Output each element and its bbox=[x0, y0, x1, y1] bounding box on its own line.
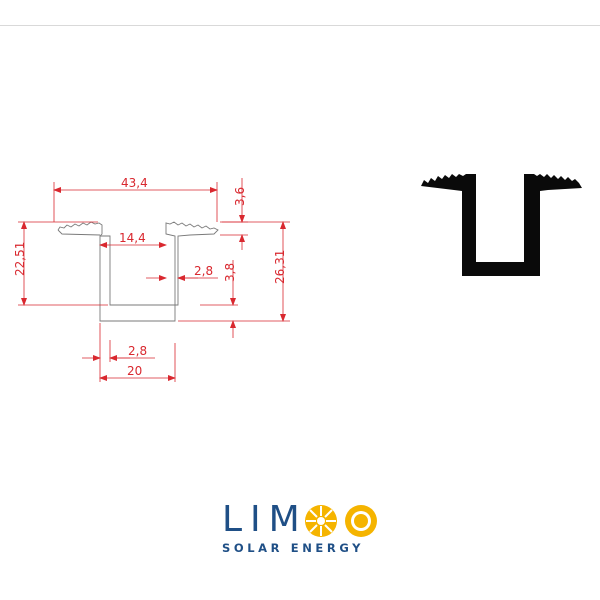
dim-right-height: 26,31 bbox=[273, 250, 287, 284]
logo-tagline: SOLAR ENERGY bbox=[222, 541, 365, 555]
dim-channel-width: 20 bbox=[127, 364, 142, 378]
logo-wordmark: LIM bbox=[222, 500, 308, 540]
profile-outline-drawing bbox=[57, 221, 219, 322]
dim-top-width: 43,4 bbox=[121, 176, 148, 190]
header-divider bbox=[0, 25, 600, 26]
dim-base-thickness: 3,8 bbox=[223, 263, 237, 282]
profile-cross-section bbox=[421, 174, 582, 276]
dim-left-height: 22,51 bbox=[13, 242, 27, 276]
sun-icon bbox=[305, 505, 377, 537]
dim-inner-width: 14,4 bbox=[119, 231, 146, 245]
dim-wall-inner: 2,8 bbox=[194, 264, 213, 278]
dim-flange-height: 3,6 bbox=[233, 187, 247, 206]
logo-text: LIM bbox=[222, 499, 308, 540]
dim-bottom-wall: 2,8 bbox=[128, 344, 147, 358]
